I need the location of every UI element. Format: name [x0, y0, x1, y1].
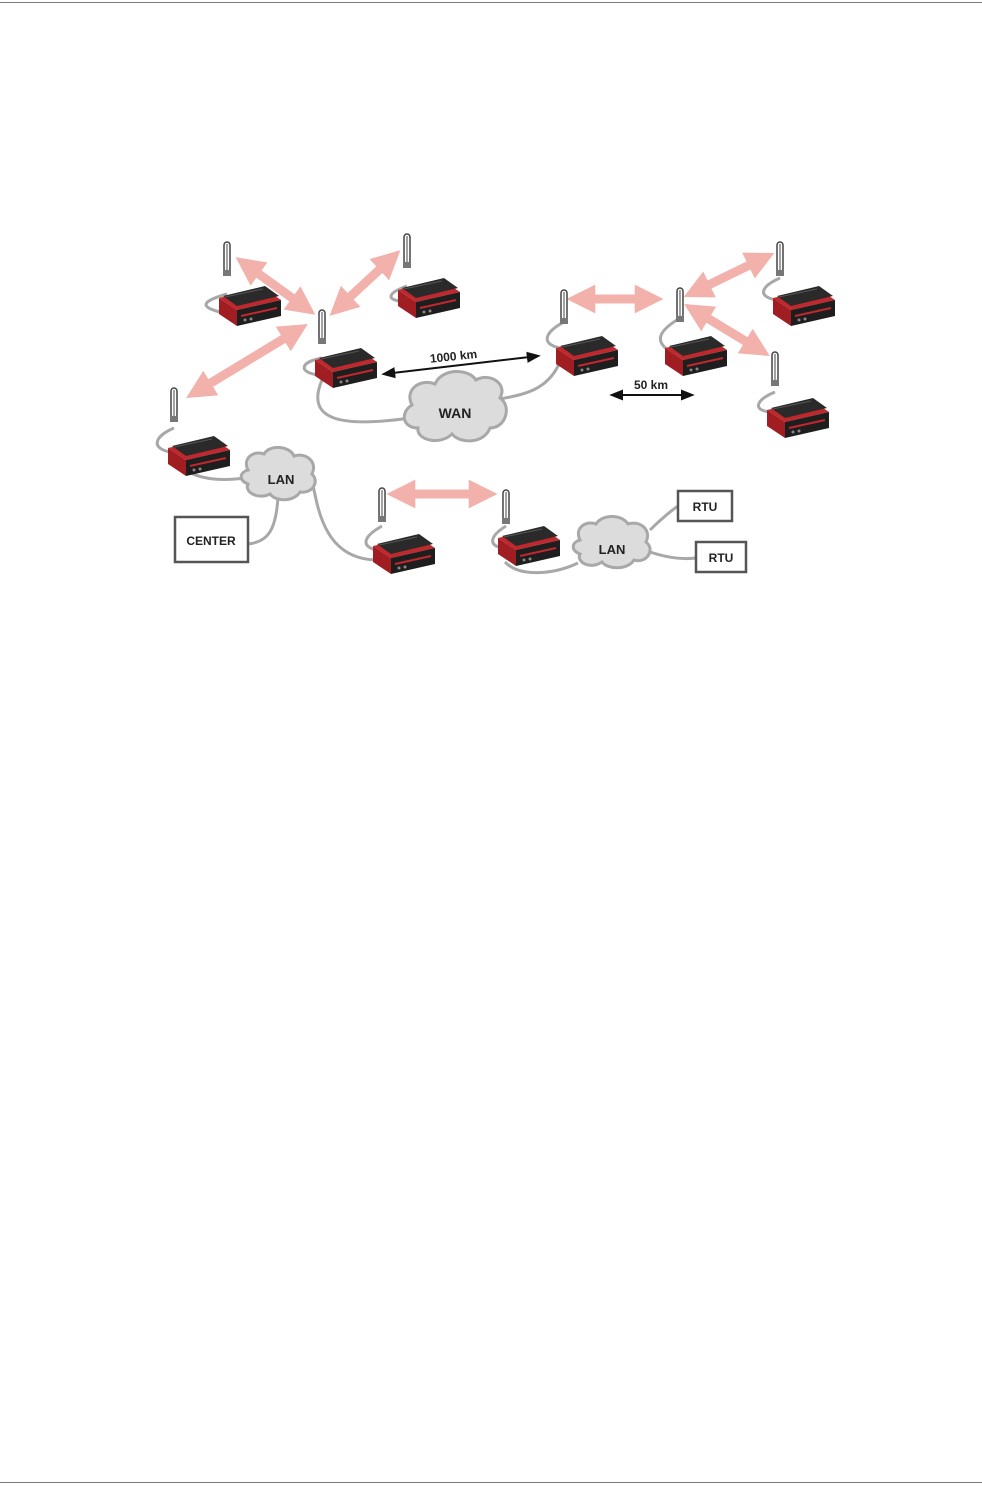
wan-cloud: WAN — [404, 371, 506, 440]
router-icon — [398, 278, 460, 318]
antenna-icon — [223, 242, 231, 276]
router-icon — [219, 286, 281, 326]
router-icon — [168, 436, 230, 476]
center-box: CENTER — [175, 517, 248, 562]
cable — [248, 497, 278, 544]
router-icon — [665, 336, 727, 376]
router-icon — [556, 336, 618, 376]
antenna-icon — [560, 290, 568, 324]
router-icon — [498, 526, 560, 566]
lan-right-label: LAN — [599, 542, 626, 557]
radio-link-arrow — [196, 330, 298, 392]
lan-left-label: LAN — [268, 472, 295, 487]
router-icon — [767, 398, 829, 438]
antenna-icon — [502, 490, 510, 524]
antenna-icon — [318, 310, 326, 344]
rtu-bottom-label: RTU — [709, 551, 734, 565]
cable — [650, 552, 696, 559]
radio-link-arrow — [694, 258, 764, 292]
lan-cloud-left: LAN — [241, 447, 315, 499]
antenna-icon — [378, 488, 386, 522]
distance-long: 1000 km — [384, 347, 538, 374]
distance-short: 50 km — [612, 378, 692, 395]
antenna-icon — [771, 352, 779, 386]
antenna-icon — [403, 234, 411, 268]
cable — [764, 278, 780, 300]
router-icon — [315, 348, 377, 388]
router-icon — [773, 286, 835, 326]
center-label: CENTER — [186, 534, 236, 548]
wan-label: WAN — [439, 405, 472, 421]
distance-short-label: 50 km — [634, 378, 668, 392]
antenna-icon — [676, 288, 684, 322]
cable — [547, 322, 564, 348]
lan-cloud-right: LAN — [573, 517, 650, 568]
antenna-icon — [776, 242, 784, 276]
antenna-icon — [170, 388, 178, 422]
rtu-top-label: RTU — [693, 500, 718, 514]
rtu-box-bottom: RTU — [696, 542, 746, 572]
router-icon — [373, 534, 435, 574]
cable — [650, 506, 678, 530]
rtu-box-top: RTU — [678, 491, 732, 521]
radio-link-arrow — [338, 258, 392, 308]
